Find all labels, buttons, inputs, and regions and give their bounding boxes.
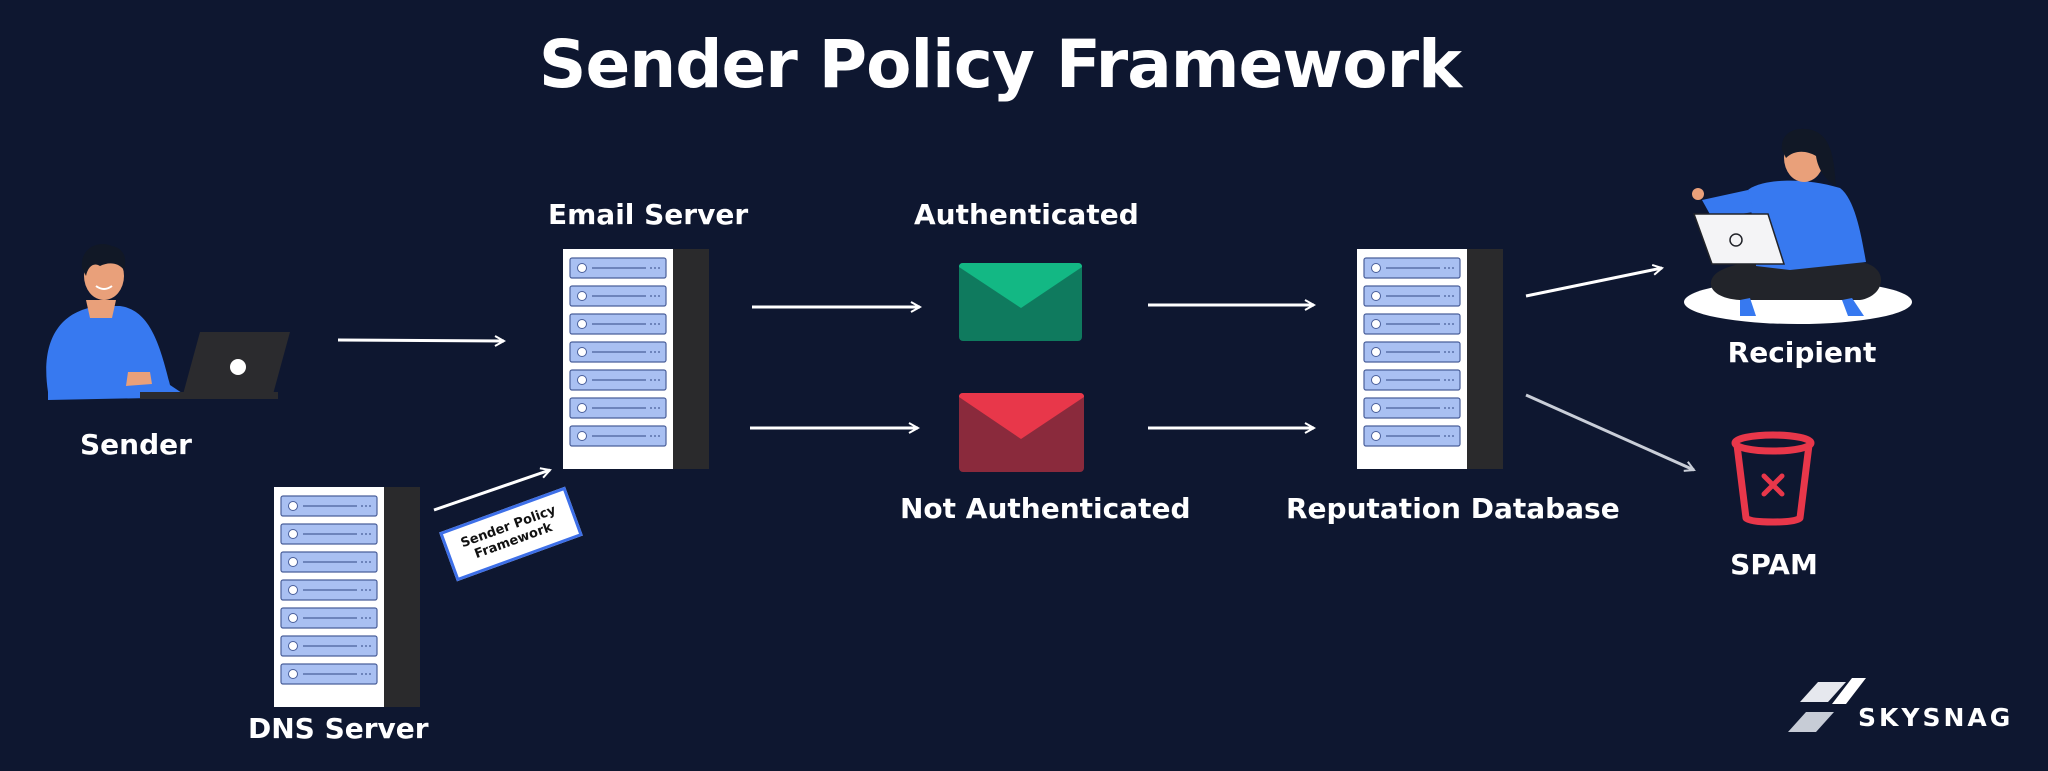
email-server-label: Email Server <box>548 198 749 231</box>
sender-label: Sender <box>80 428 192 461</box>
email-server-icon <box>563 249 709 469</box>
page-title: Sender Policy Framework <box>538 26 1462 103</box>
not-authenticated-label: Not Authenticated <box>900 492 1191 525</box>
arrow-sender-to-email-server <box>337 340 504 341</box>
arrow-reputation-to-recipient <box>1525 268 1662 298</box>
reputation-database-label: Reputation Database <box>1286 492 1620 525</box>
skysnag-logo-icon <box>1788 678 1866 732</box>
reputation-database-icon <box>1357 249 1503 469</box>
authenticated-label: Authenticated <box>914 198 1139 231</box>
arrow-dns-to-email-server <box>433 470 550 512</box>
envelope-authenticated-icon <box>959 263 1082 341</box>
spam-label: SPAM <box>1730 548 1818 581</box>
envelope-not-authenticated-icon <box>959 393 1084 472</box>
laptop-icon <box>140 332 290 399</box>
person-sender-icon <box>46 244 186 400</box>
dns-server-icon <box>274 487 420 707</box>
arrow-reputation-to-spam <box>1525 393 1694 470</box>
trash-bin-icon <box>1731 431 1815 526</box>
person-recipient-icon <box>1684 128 1912 324</box>
recipient-label: Recipient <box>1727 336 1877 369</box>
brand-name: SKYSNAG <box>1858 703 2014 732</box>
dns-server-label: DNS Server <box>248 712 429 745</box>
